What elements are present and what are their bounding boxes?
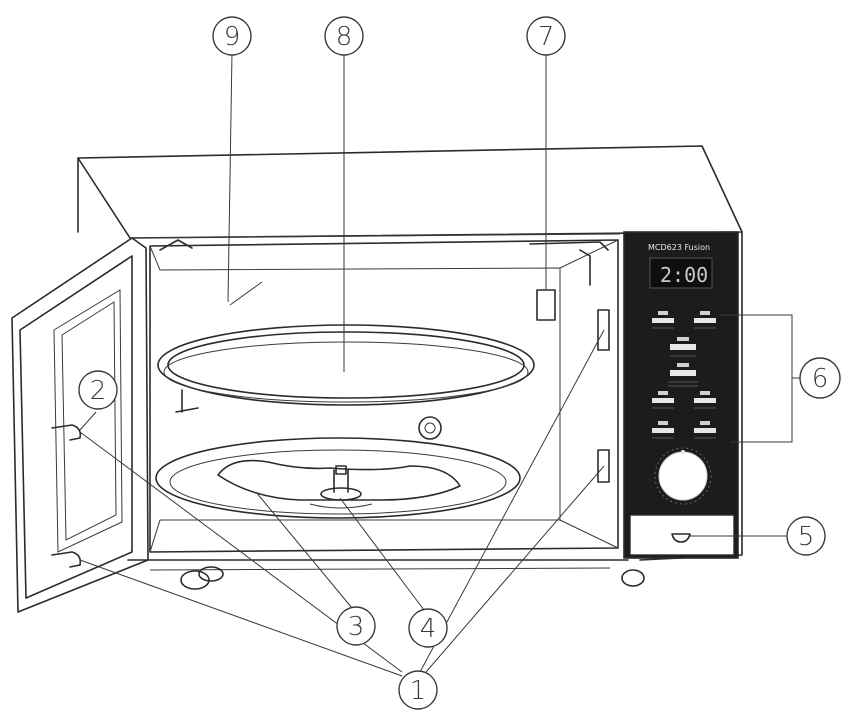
svg-text:4: 4 bbox=[420, 614, 437, 644]
svg-text:5: 5 bbox=[798, 522, 815, 552]
callout-9: 9 bbox=[212, 16, 252, 56]
svg-text:8: 8 bbox=[336, 22, 353, 52]
display bbox=[649, 257, 713, 289]
svg-text:3: 3 bbox=[348, 612, 365, 642]
callout-8: 8 bbox=[324, 16, 364, 56]
door-release-area bbox=[629, 514, 735, 556]
callout-6: 6 bbox=[799, 357, 841, 399]
dial-knob[interactable] bbox=[658, 451, 708, 501]
callout-2: 2 bbox=[78, 370, 118, 410]
svg-text:9: 9 bbox=[224, 22, 241, 52]
control-panel: MCD623 Fusion 2:00 bbox=[623, 231, 739, 559]
turntable-assembly bbox=[155, 437, 521, 519]
button-4[interactable] bbox=[670, 370, 696, 376]
grill-rack bbox=[157, 324, 535, 440]
oven-cavity bbox=[149, 239, 619, 553]
callout-1: 1 bbox=[398, 670, 438, 710]
display-readout: 2:00 bbox=[660, 263, 708, 287]
button-7[interactable] bbox=[652, 428, 674, 433]
door bbox=[11, 237, 149, 613]
svg-text:6: 6 bbox=[812, 364, 829, 394]
svg-text:2: 2 bbox=[90, 376, 107, 406]
callout-5: 5 bbox=[786, 516, 826, 556]
button-3[interactable] bbox=[670, 344, 696, 350]
svg-text:1: 1 bbox=[410, 676, 427, 706]
svg-text:7: 7 bbox=[538, 22, 555, 52]
callout-7: 7 bbox=[526, 16, 566, 56]
callout-3: 3 bbox=[336, 606, 376, 646]
button-1[interactable] bbox=[652, 318, 674, 323]
button-6[interactable] bbox=[694, 398, 716, 403]
button-2[interactable] bbox=[694, 318, 716, 323]
button-8[interactable] bbox=[694, 428, 716, 433]
callout-4: 4 bbox=[408, 608, 448, 648]
button-5[interactable] bbox=[652, 398, 674, 403]
panel-model-label: MCD623 Fusion bbox=[648, 243, 710, 252]
door-release-button[interactable] bbox=[671, 533, 691, 543]
button-glyphs bbox=[658, 311, 710, 425]
button-caption-marks bbox=[652, 327, 716, 439]
cabinet bbox=[77, 145, 743, 590]
panel-buttons[interactable] bbox=[652, 318, 716, 433]
